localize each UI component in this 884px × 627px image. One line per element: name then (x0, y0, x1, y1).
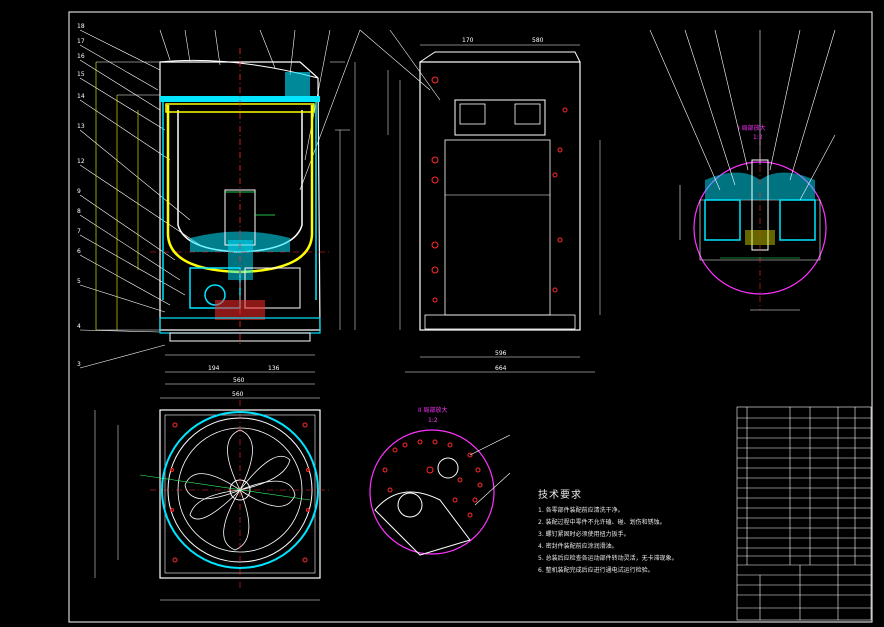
detail-ii-view: II 局部放大 1:2 (369, 406, 511, 556)
drawing-border (68, 11, 873, 623)
technical-requirements-title: 技术要求 (538, 490, 582, 501)
side-dim-top-1: 170 (462, 37, 474, 44)
svg-text:14: 14 (77, 93, 85, 100)
detail-i-label: I 局部放大 (738, 124, 766, 132)
front-dim-overall: 560 (233, 377, 245, 384)
svg-text:9: 9 (77, 188, 81, 195)
svg-text:17: 17 (77, 38, 85, 45)
requirement-item: 2. 装配过程中零件不允许磕、碰、划伤和锈蚀。 (538, 519, 666, 526)
svg-text:7: 7 (77, 228, 81, 235)
parts-list-table (736, 406, 872, 621)
svg-text:18: 18 (77, 23, 85, 30)
front-section-view: 18 17 16 15 14 13 12 9 8 7 6 5 4 3 (77, 23, 361, 385)
svg-text:15: 15 (77, 71, 85, 78)
side-dim-bottom-2: 664 (495, 365, 507, 372)
requirement-item: 6. 整机装配完成后应进行通电试运行检验。 (538, 567, 654, 574)
top-dim-width: 560 (232, 391, 244, 398)
svg-text:4: 4 (77, 323, 81, 330)
side-dim-bottom-1: 596 (495, 350, 507, 357)
side-view: 170 580 596 664 (359, 29, 601, 373)
svg-text:16: 16 (77, 53, 85, 60)
technical-requirements: 技术要求 1. 各零部件装配前应清洗干净。 2. 装配过程中零件不允许磕、碰、划… (538, 486, 678, 577)
svg-text:5: 5 (77, 278, 81, 285)
svg-text:13: 13 (77, 123, 85, 130)
svg-text:12: 12 (77, 158, 85, 165)
detail-i-scale: 1:2 (753, 134, 763, 141)
detail-i-view: I 局部放大 1:2 (649, 29, 836, 311)
requirement-item: 1. 各零部件装配前应清洗干净。 (538, 507, 624, 514)
svg-text:8: 8 (77, 208, 81, 215)
top-view: 560 (94, 391, 330, 601)
svg-text:6: 6 (77, 248, 81, 255)
requirement-item: 4. 密封件装配前应涂润滑油。 (538, 543, 618, 550)
front-dim-bottom-1: 194 (208, 365, 220, 372)
requirement-item: 3. 螺钉紧固时必须使用扭力扳手。 (538, 531, 630, 538)
detail-ii-label: II 局部放大 (418, 406, 447, 414)
detail-ii-scale: 1:2 (428, 417, 438, 424)
requirement-item: 5. 总装后应检查各运动部件转动灵活，无卡滞现象。 (538, 555, 678, 562)
svg-text:3: 3 (77, 361, 81, 368)
front-dim-bottom-2: 136 (268, 365, 280, 372)
side-dim-top-2: 580 (532, 37, 544, 44)
